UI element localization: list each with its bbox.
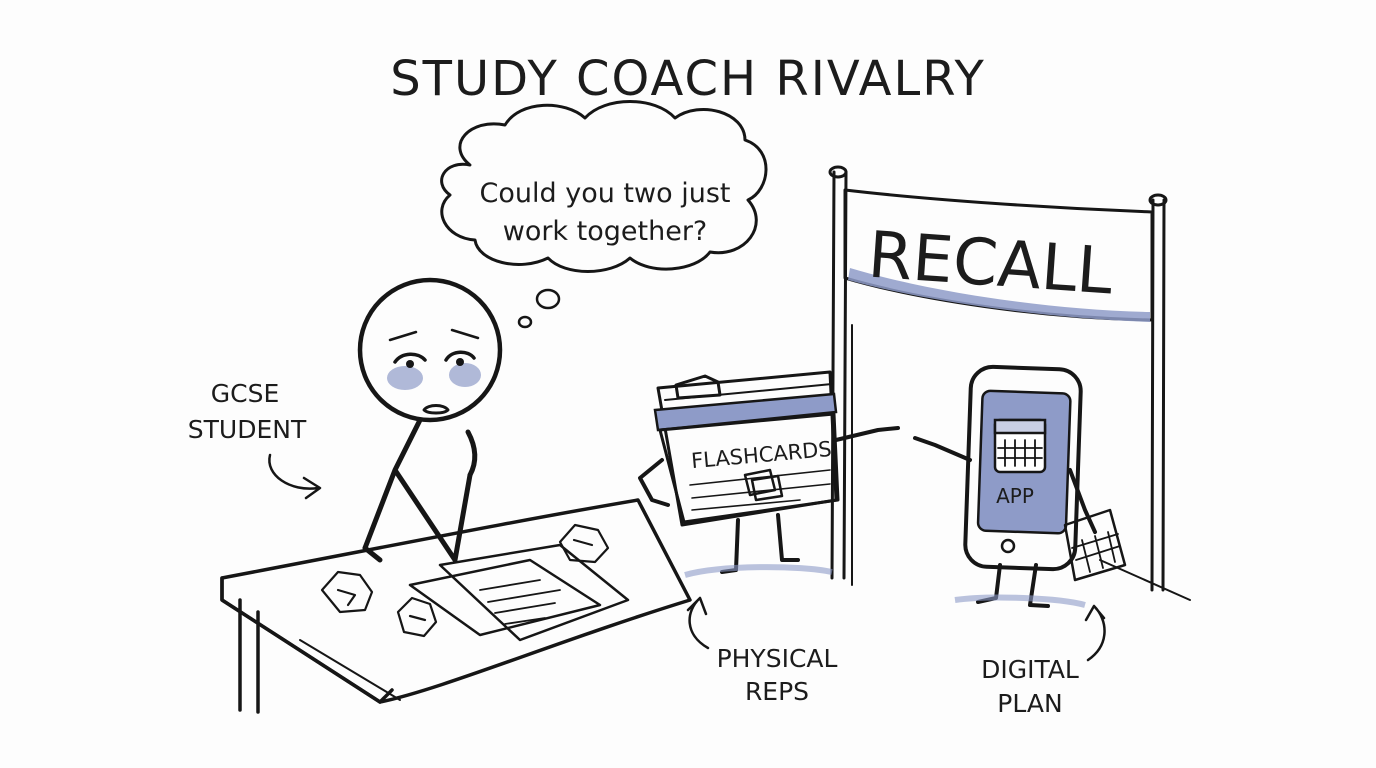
digital-label-line1: DIGITAL bbox=[981, 655, 1079, 684]
study-papers bbox=[408, 543, 630, 642]
student-figure bbox=[357, 277, 503, 563]
student-label-line1: GCSE bbox=[211, 379, 280, 408]
recall-banner: RECALL bbox=[828, 165, 1191, 601]
physical-label-line1: PHYSICAL bbox=[717, 644, 838, 673]
physical-label-line2: REPS bbox=[745, 677, 809, 706]
flashcards-label: FLASHCARDS bbox=[690, 437, 832, 473]
flashcards-character: FLASHCARDS bbox=[638, 370, 900, 578]
physical-reps-label: PHYSICAL REPS bbox=[686, 596, 838, 706]
thought-bubble-line2: work together? bbox=[503, 216, 708, 247]
desk bbox=[220, 498, 692, 714]
mini-calendar-icon bbox=[1063, 508, 1127, 582]
digital-plan-label: DIGITAL PLAN bbox=[981, 604, 1106, 718]
crumpled-paper bbox=[320, 523, 610, 638]
phone-app-label: APP bbox=[996, 484, 1034, 508]
banner-text: RECALL bbox=[866, 219, 1116, 310]
calendar-icon bbox=[993, 418, 1047, 474]
digital-label-line2: PLAN bbox=[997, 689, 1062, 718]
phone-character: APP bbox=[913, 364, 1127, 608]
thought-bubble: Could you two just work together? bbox=[440, 100, 768, 329]
thought-bubble-line1: Could you two just bbox=[480, 178, 731, 209]
student-label: GCSE STUDENT bbox=[188, 379, 322, 500]
student-label-line2: STUDENT bbox=[188, 415, 307, 444]
cartoon-title: STUDY COACH RIVALRY bbox=[390, 51, 986, 107]
